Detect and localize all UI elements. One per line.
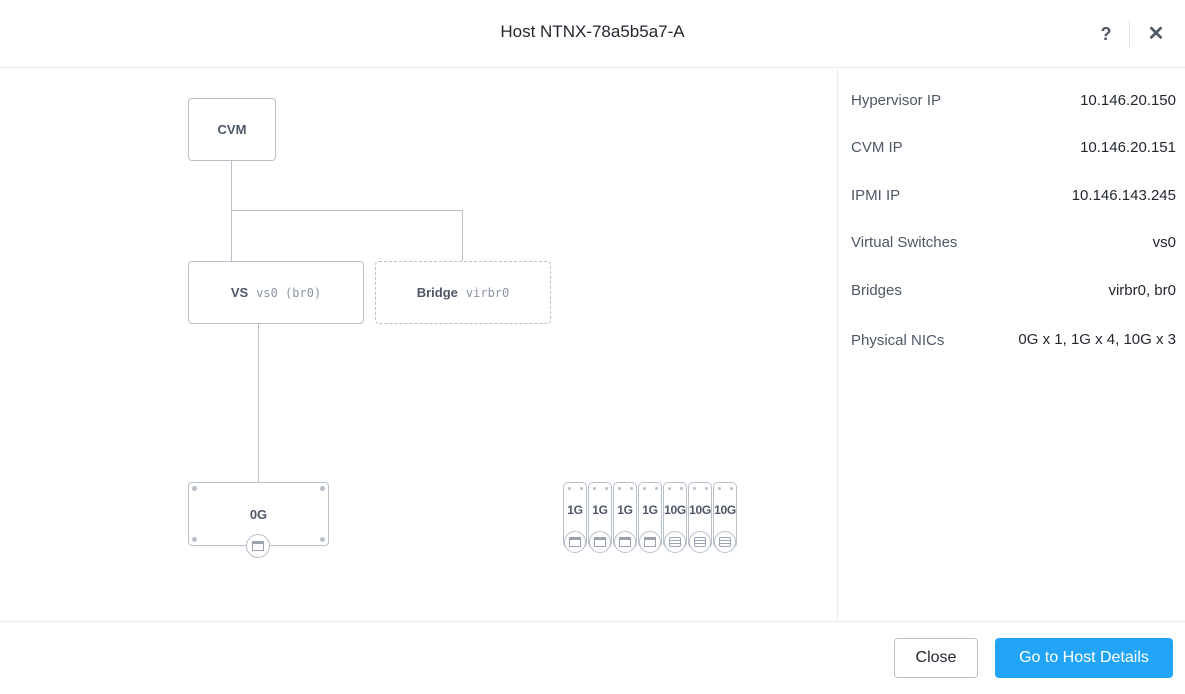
screw-dot	[630, 487, 633, 490]
nic-speed-label: 1G	[617, 503, 633, 517]
screw-dot	[320, 537, 325, 542]
detail-row: Physical NICs 0G x 1, 1G x 4, 10G x 3	[851, 328, 1176, 352]
screw-dot	[192, 537, 197, 542]
detail-value: 10.146.20.150	[1080, 92, 1176, 109]
screw-dot	[593, 487, 596, 490]
nic-port[interactable]: 10G	[713, 482, 737, 553]
detail-value: 10.146.20.151	[1080, 139, 1176, 156]
detail-row: Bridges virbr0, br0	[851, 282, 1176, 299]
detail-key: Virtual Switches	[851, 234, 958, 251]
ethernet-port-icon	[639, 531, 661, 553]
screw-dot	[618, 487, 621, 490]
detail-key: Bridges	[851, 282, 902, 299]
header-divider	[1129, 20, 1130, 48]
screw-dot	[320, 486, 325, 491]
detail-key: Hypervisor IP	[851, 92, 942, 109]
connector-line	[462, 210, 463, 261]
connector-line	[231, 161, 232, 261]
screw-dot	[568, 487, 571, 490]
screw-dot	[730, 487, 733, 490]
nic-speed-label: 10G	[689, 503, 711, 517]
ethernet-port-icon	[246, 534, 270, 558]
screw-dot	[680, 487, 683, 490]
nic-port[interactable]: 1G	[638, 482, 662, 553]
screw-dot	[668, 487, 671, 490]
detail-row: Virtual Switches vs0	[851, 234, 1176, 251]
help-icon[interactable]: ?	[1100, 24, 1112, 44]
sfp-port-icon	[714, 531, 736, 553]
detail-value: virbr0, br0	[1108, 282, 1176, 299]
sfp-port-icon	[689, 531, 711, 553]
detail-key: Physical NICs	[851, 331, 945, 349]
bridge-label: Bridge	[416, 285, 458, 300]
detail-row: IPMI IP 10.146.143.245	[851, 187, 1176, 204]
nic-0g-label: 0G	[249, 506, 268, 522]
screw-dot	[643, 487, 646, 490]
close-icon[interactable]: ✕	[1147, 23, 1165, 45]
nic-speed-label: 10G	[714, 503, 736, 517]
vs-label: VS	[230, 285, 249, 300]
close-button[interactable]: Close	[894, 638, 978, 678]
ethernet-port-icon	[614, 531, 636, 553]
screw-dot	[693, 487, 696, 490]
nic-speed-label: 1G	[592, 503, 608, 517]
nic-port[interactable]: 10G	[688, 482, 712, 553]
detail-value: vs0	[1152, 234, 1176, 251]
ethernet-port-icon	[589, 531, 611, 553]
cvm-label: CVM	[217, 122, 247, 137]
go-to-host-details-button[interactable]: Go to Host Details	[995, 638, 1173, 678]
nic-port[interactable]: 1G	[588, 482, 612, 553]
sfp-port-icon	[664, 531, 686, 553]
cvm-node[interactable]: CVM	[188, 98, 276, 161]
dialog-footer: Close Go to Host Details	[0, 621, 1185, 694]
vs-name: vs0 (br0)	[256, 285, 322, 300]
screw-dot	[655, 487, 658, 490]
detail-row: CVM IP 10.146.20.151	[851, 139, 1176, 156]
dialog-header: Host NTNX-78a5b5a7-A ? ✕	[0, 0, 1185, 68]
nic-speed-label: 1G	[567, 503, 583, 517]
virtual-switch-node[interactable]: VS vs0 (br0)	[188, 261, 364, 324]
nic-speed-label: 10G	[664, 503, 686, 517]
nic-port[interactable]: 1G	[613, 482, 637, 553]
ethernet-port-icon	[564, 531, 586, 553]
connector-line	[258, 323, 259, 482]
bridge-name: virbr0	[465, 285, 510, 300]
nic-port[interactable]: 10G	[663, 482, 687, 553]
detail-key: CVM IP	[851, 139, 903, 156]
screw-dot	[192, 486, 197, 491]
detail-value: 10.146.143.245	[1071, 187, 1176, 204]
dialog-title: Host NTNX-78a5b5a7-A	[500, 22, 685, 41]
screw-dot	[718, 487, 721, 490]
screw-dot	[705, 487, 708, 490]
panel-divider	[837, 69, 838, 621]
detail-row: Hypervisor IP 10.146.20.150	[851, 92, 1176, 109]
nic-0g[interactable]: 0G	[188, 482, 329, 558]
screw-dot	[580, 487, 583, 490]
detail-key: IPMI IP	[851, 187, 901, 204]
nic-speed-label: 1G	[642, 503, 658, 517]
nic-port[interactable]: 1G	[563, 482, 587, 553]
bridge-node[interactable]: Bridge virbr0	[375, 261, 551, 324]
detail-value: 0G x 1, 1G x 4, 10G x 3	[1018, 331, 1176, 348]
screw-dot	[605, 487, 608, 490]
connector-line	[231, 210, 463, 211]
